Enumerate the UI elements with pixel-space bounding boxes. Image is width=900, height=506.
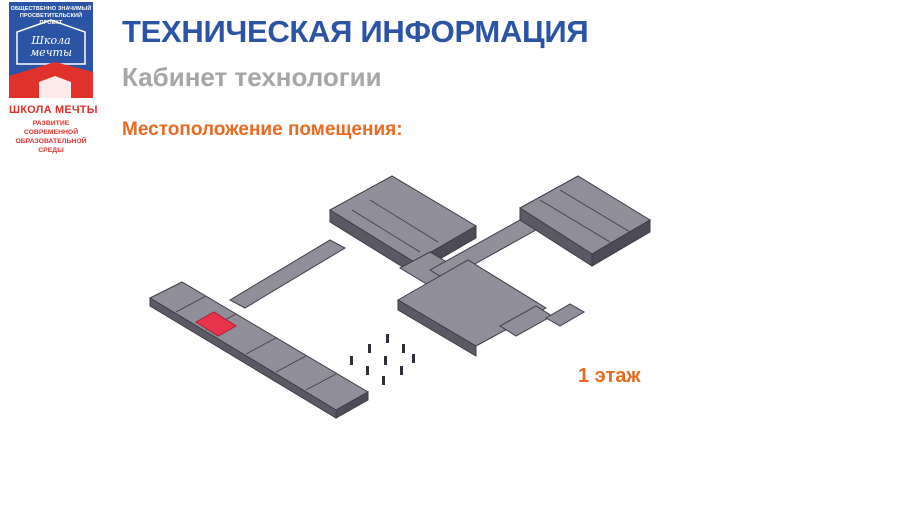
page-title: ТЕХНИЧЕСКАЯ ИНФОРМАЦИЯ (122, 14, 589, 49)
logo-caption-line-2: ПРОСВЕТИТЕЛЬСКИЙ ПРОЕКТ (19, 13, 83, 26)
logo-caption-line-1: ОБЩЕСТВЕННО ЗНАЧИМЫЙ (10, 6, 92, 12)
room-name: Кабинет технологии (122, 62, 382, 92)
logo-emblem: ОБЩЕСТВЕННО ЗНАЧИМЫЙ ПРОСВЕТИТЕЛЬСКИЙ ПР… (9, 2, 93, 98)
logo-script-text: Школа мечты (9, 35, 93, 59)
building-floor-slab (148, 175, 651, 419)
interior-walls (175, 189, 631, 391)
logo-name: ШКОЛА МЕЧТЫ (9, 104, 98, 116)
logo-script-line-2: мечты (30, 46, 72, 59)
floor-label: 1 этаж (578, 365, 641, 387)
logo-script-line-1: Школа (31, 34, 71, 47)
logo-subtitle: РАЗВИТИЕ СОВРЕМЕННОЙ ОБРАЗОВАТЕЛЬНОЙ СРЕ… (9, 119, 93, 155)
logo-project-caption: ОБЩЕСТВЕННО ЗНАЧИМЫЙ ПРОСВЕТИТЕЛЬСКИЙ ПР… (9, 6, 93, 27)
technology-room-highlight (195, 311, 237, 337)
logo-subtitle-line-1: РАЗВИТИЕ СОВРЕМЕННОЙ (23, 120, 79, 136)
logo-subtitle-line-2: ОБРАЗОВАТЕЛЬНОЙ СРЕДЫ (15, 138, 87, 154)
logo-house-icon (9, 19, 93, 98)
location-heading: Местоположение помещения: (122, 119, 403, 140)
floor-plan-3d (148, 175, 651, 419)
columns (350, 334, 415, 385)
project-logo: ОБЩЕСТВЕННО ЗНАЧИМЫЙ ПРОСВЕТИТЕЛЬСКИЙ ПР… (9, 2, 98, 154)
